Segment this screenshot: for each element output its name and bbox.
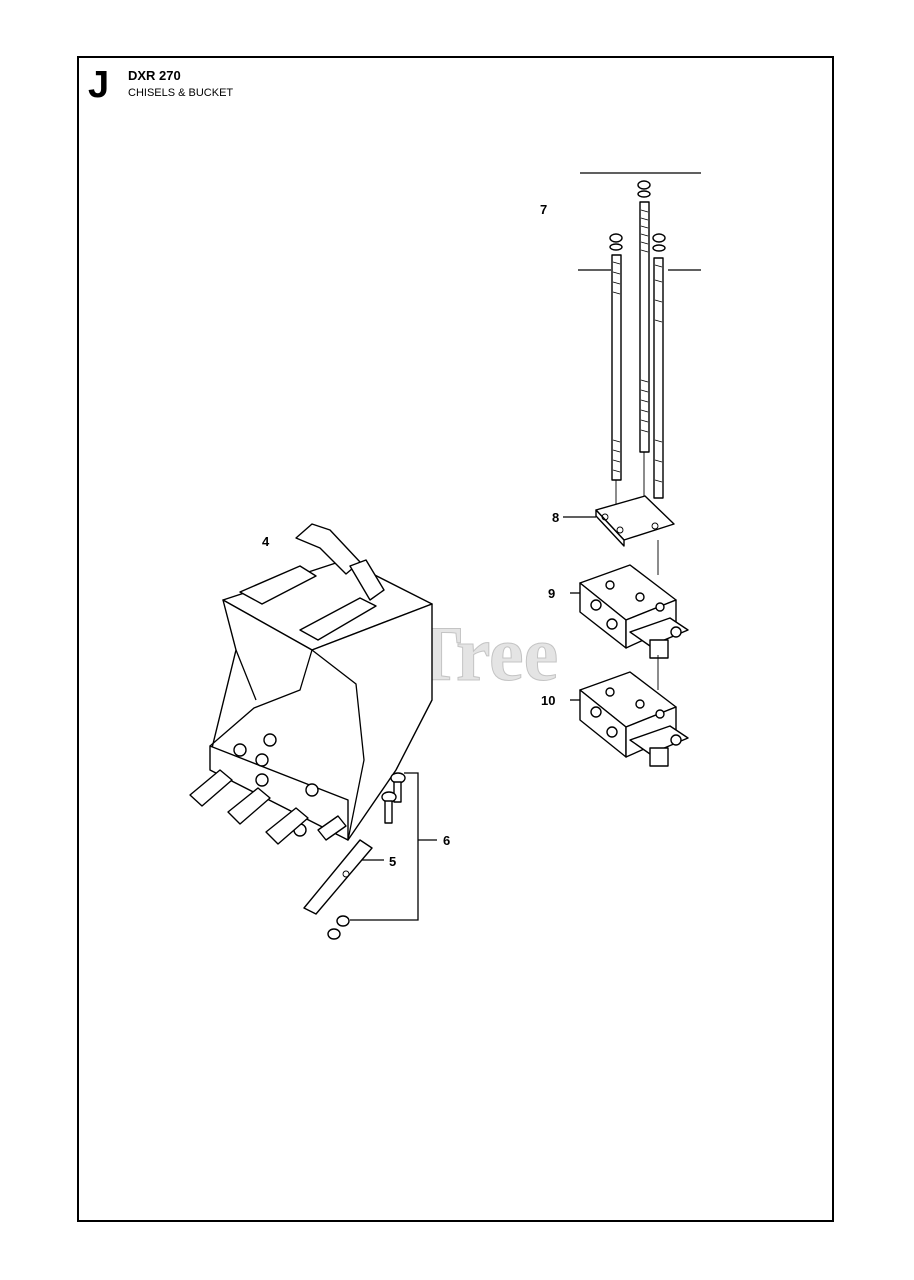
tie-rod-long: [639, 201, 650, 453]
chisel-tooth-3: [265, 807, 309, 845]
valve-section-9: [570, 564, 689, 690]
bracket-bar-2: [299, 597, 377, 641]
chisel-tooth-1: [189, 769, 233, 807]
valve-section-10: [570, 671, 689, 767]
bucket: [189, 523, 433, 845]
bolt-shank-lower: [384, 800, 393, 824]
callout-9: 9: [548, 586, 555, 601]
callout-8: 8: [552, 510, 559, 525]
tie-rods-assembly: [578, 172, 701, 520]
chisel-tooth-2: [227, 787, 271, 825]
rod-nut-right: [652, 233, 666, 243]
nut-lower: [327, 928, 341, 940]
callout-10: 10: [541, 693, 555, 708]
rod-nut-left: [609, 233, 623, 243]
tie-rod-left: [611, 254, 622, 481]
callout-4: 4: [262, 534, 270, 549]
section-letter: J: [88, 64, 110, 106]
blade-part-5: [303, 839, 384, 915]
rod-washer-top: [637, 190, 651, 198]
bolt-shank-upper: [393, 781, 402, 803]
tie-rod-right: [653, 257, 664, 499]
nut-upper: [336, 915, 350, 927]
callout-7: 7: [540, 202, 547, 217]
blade-5: [303, 839, 373, 915]
rod-washer-left: [609, 243, 623, 251]
section-title: CHISELS & BUCKET: [128, 87, 234, 99]
callout-5: 5: [389, 854, 396, 869]
model-name: DXR 270: [128, 68, 181, 83]
bolt-kit-part-6: [327, 772, 437, 940]
chisel-tooth-4: [317, 815, 347, 841]
rod-nut-top: [637, 180, 651, 190]
rod-washer-right: [652, 244, 666, 252]
bracket-bar-1: [239, 565, 317, 605]
gasket-plate: [563, 495, 675, 575]
cutting-edge: [209, 745, 349, 841]
callout-6: 6: [443, 833, 450, 848]
bracket-front: [349, 559, 385, 601]
leader-6-bracket: [350, 772, 419, 921]
page-frame: [77, 56, 834, 1222]
